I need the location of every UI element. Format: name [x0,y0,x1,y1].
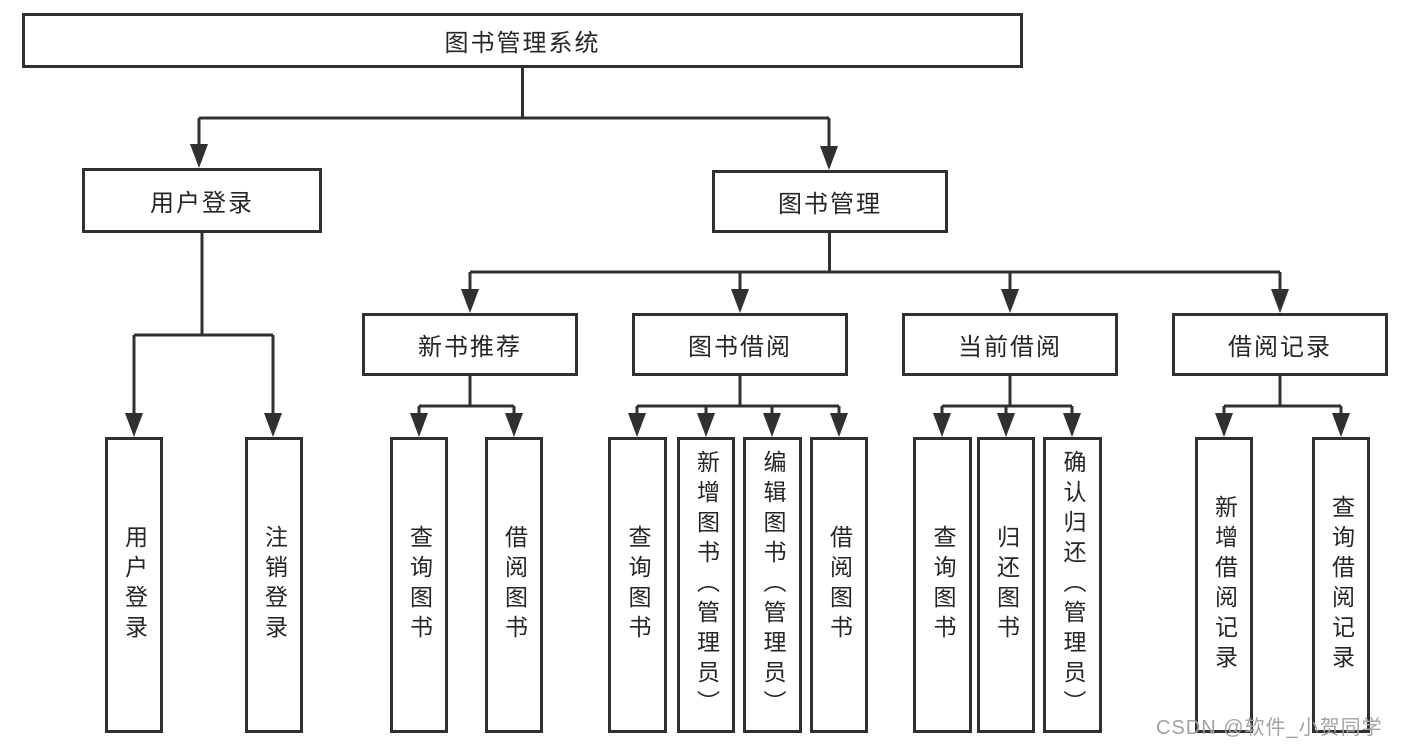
leaf-add-books-admin: 新增图书（管理员） [677,437,735,733]
connector-new-book-recommend-children [410,376,523,437]
leaf-current-query-books: 查询图书 [913,437,972,733]
leaf-add-borrow-record-label: 新增借阅记录 [1211,495,1238,675]
node-book-borrow-label: 图书借阅 [688,334,792,361]
connector-current-borrow-children [933,376,1081,437]
leaf-edit-books-admin: 编辑图书（管理员） [743,437,802,733]
connector-borrow-records-children [1215,376,1350,437]
connector-root-to-level2 [190,68,838,170]
node-user-login-label: 用户登录 [150,190,254,217]
leaf-logout: 注销登录 [245,437,303,733]
node-book-management-label: 图书管理 [778,191,882,218]
connector-book-borrow-children [628,376,848,437]
node-root: 图书管理系统 [22,13,1023,68]
node-current-borrow: 当前借阅 [902,313,1118,376]
leaf-query-borrow-record: 查询借阅记录 [1312,437,1370,733]
leaf-confirm-return-admin-label: 确认归还（管理员） [1060,450,1086,720]
leaf-borrow-books: 借阅图书 [810,437,868,733]
leaf-return-books-label: 归还图书 [993,525,1020,645]
leaf-borrow-query-books: 查询图书 [608,437,667,733]
leaf-add-books-admin-label: 新增图书（管理员） [693,450,720,720]
leaf-confirm-return-admin: 确认归还（管理员） [1043,437,1102,733]
leaf-recommend-borrow-books: 借阅图书 [485,437,543,733]
leaf-logout-label: 注销登录 [261,525,288,645]
leaf-add-borrow-record: 新增借阅记录 [1195,437,1253,733]
node-new-book-recommend-label: 新书推荐 [418,334,522,361]
node-borrow-records: 借阅记录 [1172,313,1388,376]
connector-book-management-children [461,233,1289,313]
node-root-label: 图书管理系统 [444,30,601,57]
leaf-return-books: 归还图书 [977,437,1035,733]
node-book-management: 图书管理 [712,170,948,233]
connector-user-login-children [125,233,282,437]
node-borrow-records-label: 借阅记录 [1228,334,1332,361]
leaf-query-borrow-record-label: 查询借阅记录 [1328,495,1355,675]
csdn-watermark: CSDN @软件_小贺同学 [1156,717,1383,739]
leaf-recommend-query-books-label: 查询图书 [406,525,433,645]
leaf-recommend-query-books: 查询图书 [390,437,448,733]
leaf-recommend-borrow-books-label: 借阅图书 [501,525,528,645]
node-book-borrow: 图书借阅 [632,313,848,376]
leaf-edit-books-admin-label: 编辑图书（管理员） [760,450,786,720]
node-current-borrow-label: 当前借阅 [958,334,1062,361]
leaf-borrow-query-books-label: 查询图书 [625,525,651,645]
leaf-current-query-books-label: 查询图书 [930,525,956,645]
node-user-login: 用户登录 [82,168,322,233]
node-new-book-recommend: 新书推荐 [362,313,578,376]
leaf-borrow-books-label: 借阅图书 [826,525,853,645]
leaf-user-login: 用户登录 [105,437,163,733]
leaf-user-login-label: 用户登录 [121,525,148,645]
